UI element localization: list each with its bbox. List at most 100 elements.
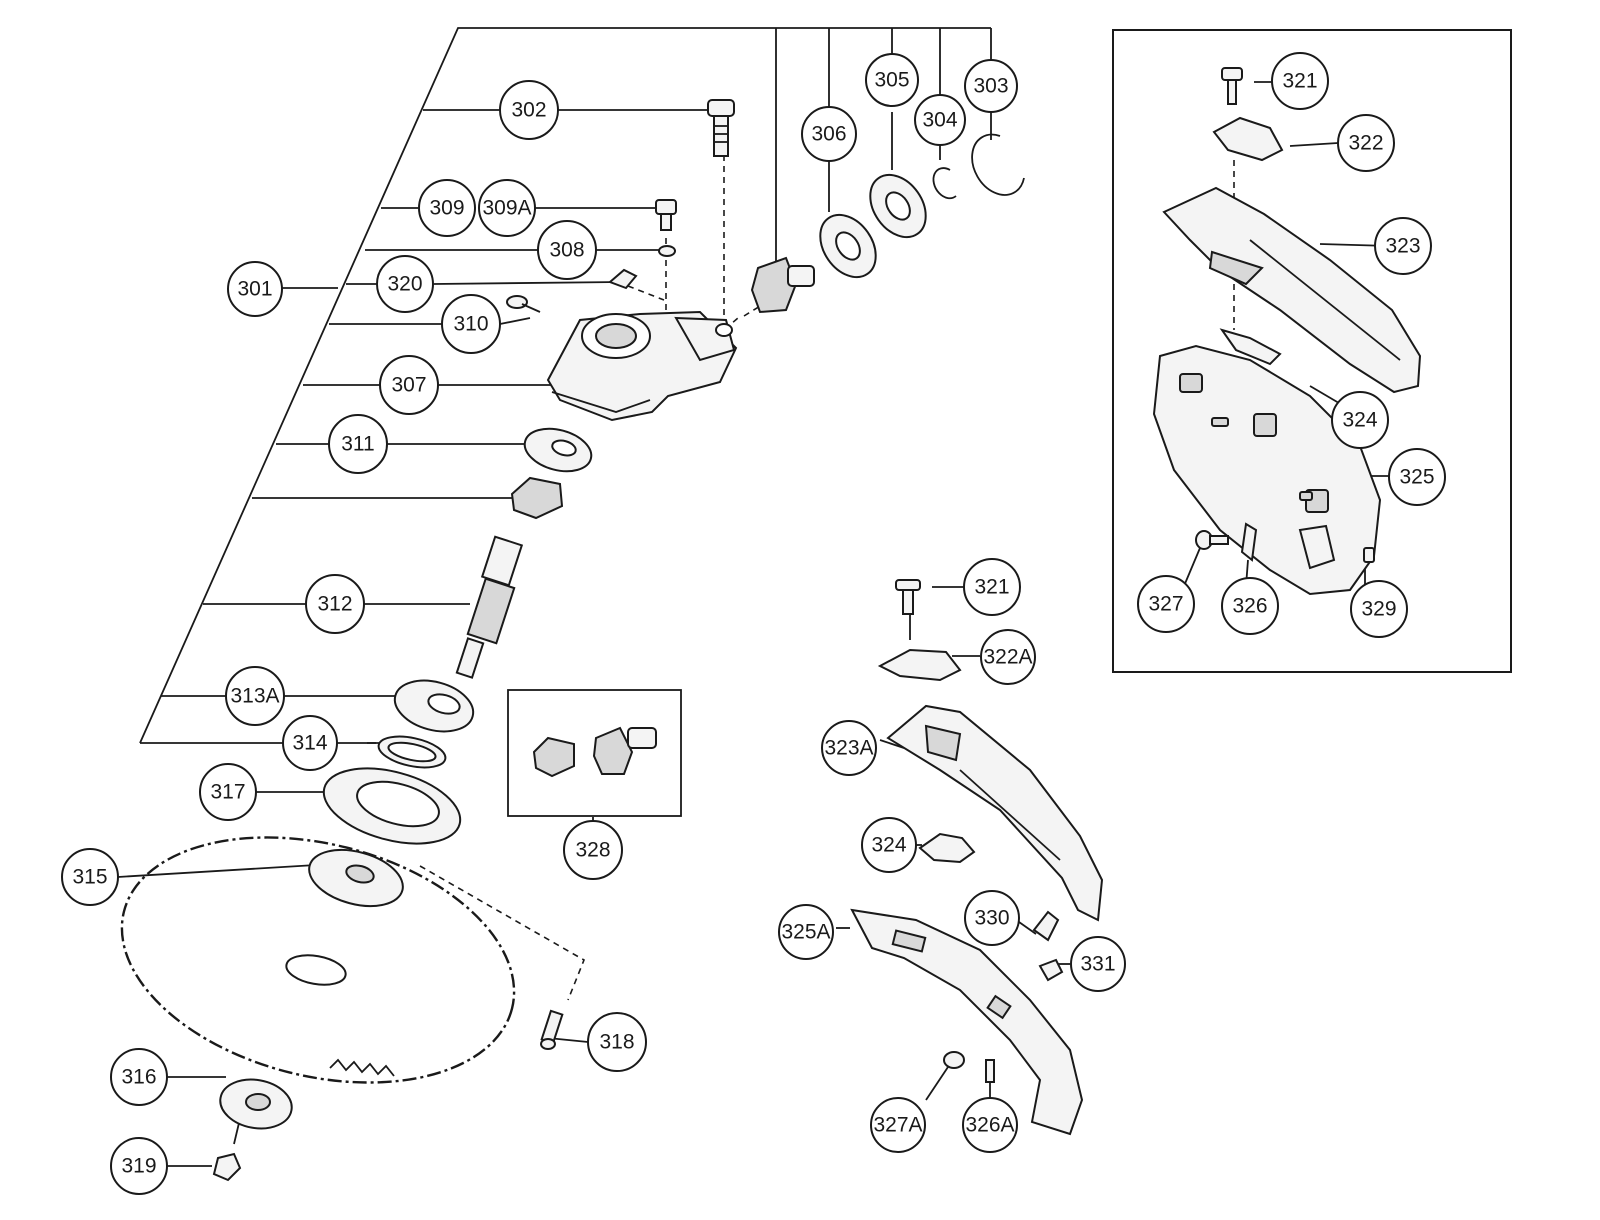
inset-part-clip (1298, 524, 1336, 570)
callout-327a: 327A (870, 1097, 926, 1153)
part-302-bolt (707, 99, 735, 157)
callout-323a: 323A (821, 720, 877, 776)
callout-label: 324 (1342, 409, 1377, 432)
part-325a-guard (850, 908, 1084, 1136)
inset-callout-327: 327 (1137, 575, 1195, 633)
inset-callout-322: 322 (1337, 114, 1395, 172)
callout-label: 310 (453, 313, 488, 336)
callout-324: 324 (861, 817, 917, 873)
callout-label: 312 (317, 593, 352, 616)
inset-callout-324: 324 (1331, 391, 1389, 449)
part-323a-guard (886, 704, 1104, 922)
callout-label: 331 (1080, 953, 1115, 976)
callout-326a: 326A (962, 1097, 1018, 1153)
part-322a-clamp (877, 648, 962, 682)
inset-part-322-clamp (1212, 116, 1284, 162)
callout-label: 314 (292, 732, 327, 755)
callout-label: 305 (874, 69, 909, 92)
gear-set-box (507, 689, 682, 817)
inset-part-327-bolt (1195, 530, 1229, 550)
inset-part-325-cover (1152, 344, 1382, 596)
leader-lines (117, 27, 992, 1167)
part-324-clamp (918, 832, 976, 864)
callout-316: 316 (110, 1048, 168, 1106)
callout-310: 310 (441, 294, 501, 354)
part-330-bracket (1032, 910, 1060, 942)
part-305-bearing (869, 173, 927, 239)
callout-318: 318 (587, 1012, 647, 1072)
callout-305: 305 (865, 53, 919, 107)
inset-part-329-nut (1363, 547, 1375, 563)
callout-312: 312 (305, 574, 365, 634)
part-304-snap-ring (932, 167, 957, 200)
callout-320: 320 (376, 255, 434, 313)
callout-301: 301 (227, 261, 283, 317)
part-316-cover (219, 1078, 293, 1130)
callout-label: 306 (811, 123, 846, 146)
callout-label: 315 (72, 866, 107, 889)
part-321-screw (895, 579, 921, 615)
callout-label: 324 (871, 834, 906, 857)
part-317-guard-plate (322, 767, 462, 845)
callout-label: 313A (230, 685, 279, 708)
part-blade (120, 836, 516, 1084)
callout-label: 303 (973, 75, 1008, 98)
inset-callout-326: 326 (1221, 577, 1279, 635)
callout-label: 329 (1361, 598, 1396, 621)
part-312-spindle (455, 535, 524, 679)
part-319-nut (212, 1152, 242, 1182)
part-318-bolt (540, 1009, 564, 1050)
part-310-screw (506, 295, 541, 313)
callout-label: 309 (429, 197, 464, 220)
callout-319: 319 (110, 1137, 168, 1195)
callout-label: 326A (965, 1114, 1014, 1137)
callout-label: 308 (549, 239, 584, 262)
inset-part-326-washer (1240, 522, 1258, 562)
inset-callout-329: 329 (1350, 580, 1408, 638)
callout-308: 308 (537, 220, 597, 280)
callout-label: 327 (1148, 593, 1183, 616)
part-313a-bearing (393, 679, 475, 733)
callout-302: 302 (499, 80, 559, 140)
callout-label: 322 (1348, 132, 1383, 155)
callout-label: 307 (391, 374, 426, 397)
callout-label: 321 (1282, 70, 1317, 93)
callout-330: 330 (964, 890, 1020, 946)
part-bevel-gear (510, 476, 564, 520)
callout-label: 323 (1385, 235, 1420, 258)
callout-label: 330 (974, 907, 1009, 930)
part-309-bolt (655, 199, 677, 231)
callout-label: 320 (387, 273, 422, 296)
callout-label: 325A (781, 921, 830, 944)
part-308-washer (658, 245, 676, 257)
callout-314: 314 (282, 715, 338, 771)
part-311-bearing (523, 427, 593, 473)
callout-label: 301 (237, 278, 272, 301)
part-307-gear-case (546, 310, 738, 422)
callout-label: 304 (922, 109, 957, 132)
part-gear-pinion (750, 256, 815, 314)
callout-315: 315 (61, 848, 119, 906)
callout-307: 307 (379, 355, 439, 415)
callout-313a: 313A (225, 666, 285, 726)
callout-328: 328 (563, 820, 623, 880)
callout-322a: 322A (980, 629, 1036, 685)
part-320-clip (608, 268, 638, 290)
part-306-bearing (819, 213, 877, 279)
callout-label: 317 (210, 781, 245, 804)
inset-part-321-screw (1221, 67, 1243, 105)
part-303-snap-ring (971, 133, 1025, 196)
callout-label: 322A (983, 646, 1032, 669)
callout-label: 326 (1232, 595, 1267, 618)
part-327a-bolt (943, 1051, 965, 1069)
inset-part-323-guard (1162, 186, 1422, 394)
callout-331: 331 (1070, 936, 1126, 992)
part-331-nut (1038, 958, 1064, 982)
callout-label: 311 (341, 433, 374, 456)
callout-label: 309A (482, 197, 531, 220)
inset-callout-323: 323 (1374, 217, 1432, 275)
callout-label: 319 (121, 1155, 156, 1178)
callout-317: 317 (199, 763, 257, 821)
part-315-holder (308, 848, 404, 908)
